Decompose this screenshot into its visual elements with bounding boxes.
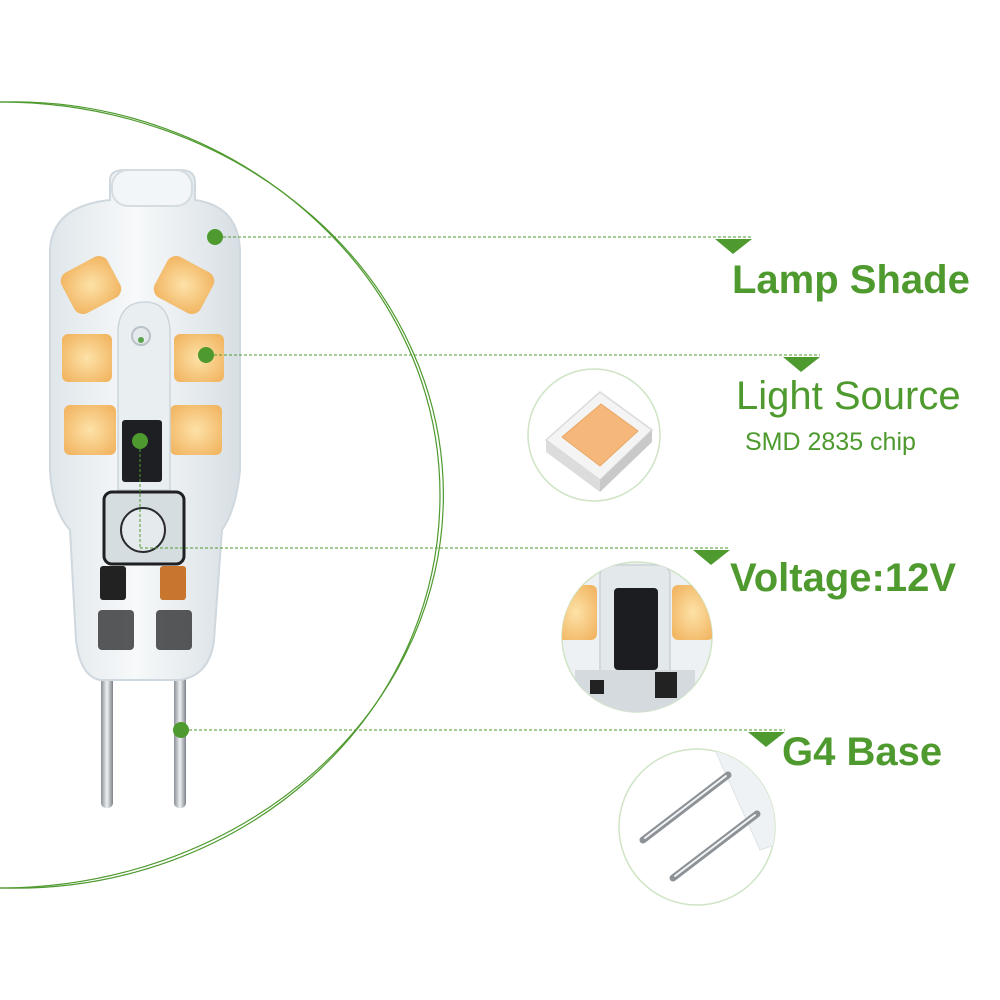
callout-arrow [715, 239, 752, 254]
callout-voltage [132, 433, 730, 565]
led-chip [64, 405, 116, 455]
g4-bulb [49, 169, 241, 808]
callout-dot [198, 347, 214, 363]
callout-light-source [198, 347, 820, 372]
led-chip [170, 405, 222, 455]
frame-arc [0, 101, 444, 889]
indicator-led [131, 326, 151, 346]
callout-lamp-shade [207, 229, 752, 254]
pcb-component [655, 672, 677, 698]
detail-driver-chip [614, 588, 658, 670]
led-chip [153, 256, 215, 314]
pcb-component [156, 610, 192, 650]
smd-chip-side [600, 430, 652, 492]
smd-chip-phosphor [561, 403, 639, 467]
pcb-component [100, 566, 126, 600]
callout-arrow [693, 550, 730, 565]
led-array [60, 256, 224, 455]
label-voltage: Voltage:12V [730, 556, 956, 600]
callout-dot [207, 229, 223, 245]
driver-chip [122, 420, 162, 482]
smd-chip-side [546, 440, 600, 492]
callout-arrow [748, 732, 785, 747]
pcb-component [98, 610, 134, 650]
label-smd-chip: SMD 2835 chip [745, 428, 916, 456]
bulb-tip [111, 169, 193, 207]
detail-pin-highlight [674, 814, 756, 877]
pcb-component [120, 507, 166, 553]
callout-dot [132, 433, 148, 449]
led-chip [60, 256, 122, 314]
frame-arc-outer [0, 101, 441, 889]
pcb-component [160, 566, 186, 600]
led-chip [62, 334, 112, 382]
callout-base [173, 722, 785, 747]
label-light-source: Light Source [736, 374, 961, 418]
detail-base [618, 748, 776, 906]
pcb-component [590, 680, 604, 694]
detail-driver [561, 561, 713, 713]
callout-dot [173, 722, 189, 738]
label-g4-base: G4 Base [782, 730, 943, 774]
bulb-pin-left [101, 640, 113, 808]
detail-smd-chip [527, 368, 661, 502]
detail-led-right [672, 585, 712, 640]
label-lamp-shade: Lamp Shade [732, 258, 970, 302]
indicator-led-core [138, 337, 144, 343]
detail-pin-highlight [644, 775, 727, 839]
callout-arrow [783, 357, 820, 372]
